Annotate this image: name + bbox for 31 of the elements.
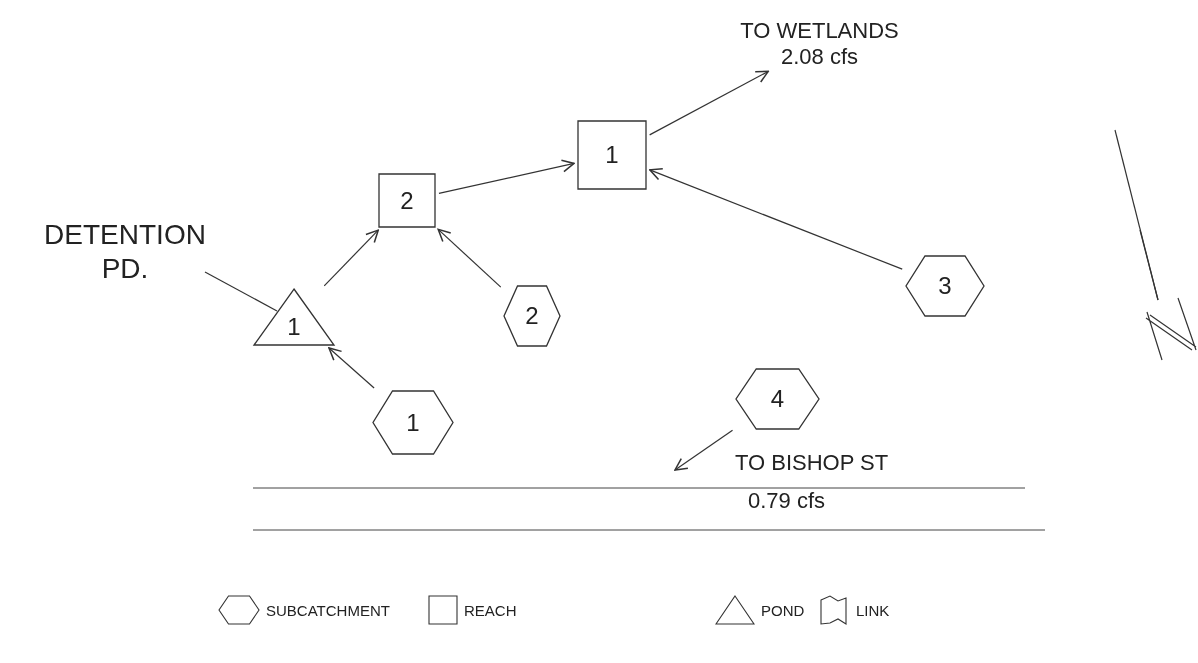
subcatchment-hexagon: [905, 255, 985, 317]
flow-arrow: [323, 229, 379, 287]
subcatchment-hexagon: [735, 368, 820, 430]
flow-arrow: [328, 347, 375, 389]
node-number: 1: [605, 141, 619, 169]
flow-arrow: [649, 70, 769, 136]
legend-label: POND: [761, 601, 805, 619]
flow-arrow: [649, 167, 903, 270]
node-number: 4: [770, 385, 785, 413]
node-number: 1: [406, 408, 420, 437]
flow-arrow: [674, 429, 734, 471]
annotation-text: TO BISHOP ST: [735, 450, 889, 476]
flow-arrow: [438, 159, 575, 194]
node-number: 2: [400, 186, 414, 215]
subcatchment-hexagon: [503, 285, 561, 347]
node-number: 2: [525, 302, 539, 330]
flow-arrow: [437, 228, 502, 288]
node-number: 3: [938, 272, 952, 300]
leader-line: [204, 271, 278, 312]
annotation-text: 2.08 cfs: [780, 44, 858, 71]
subcatchment-hexagon: [372, 390, 454, 455]
reach-square: [378, 173, 436, 228]
legend-label: REACH: [464, 601, 517, 619]
reach-square: [577, 120, 647, 190]
legend-label: SUBCATCHMENT: [266, 601, 390, 619]
pond-triangle: [253, 288, 335, 346]
annotation-text: 0.79 cfs: [748, 488, 826, 514]
node-number: 1: [287, 313, 301, 341]
annotation-text: DETENTION PD.: [43, 218, 207, 286]
legend-label: LINK: [856, 601, 890, 619]
annotation-text: TO WETLANDS: [740, 17, 899, 44]
